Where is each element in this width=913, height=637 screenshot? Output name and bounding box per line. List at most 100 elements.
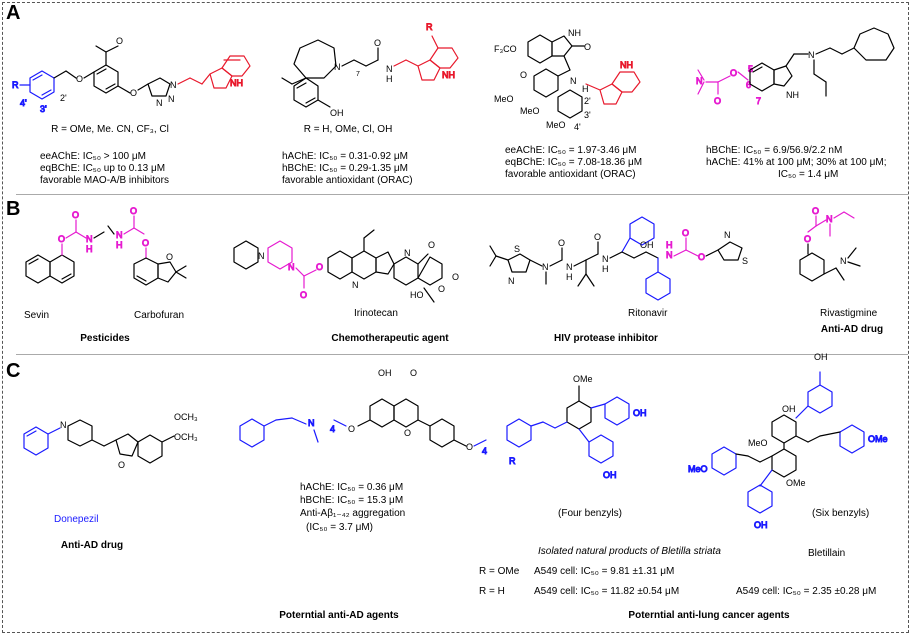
svg-text:HO: HO: [410, 290, 424, 300]
r-h-label: R = H: [479, 586, 505, 597]
svg-text:NH: NH: [620, 60, 633, 70]
flavone-activity-3: Anti-Aβ₁₋₄₂ aggregation: [300, 508, 406, 519]
svg-text:OH: OH: [782, 404, 796, 414]
svg-text:N: N: [308, 418, 315, 428]
svg-text:H: H: [116, 240, 123, 250]
r-h-activity: A549 cell: IC₅₀ = 11.82 ±0.54 μM: [534, 586, 680, 597]
structure-carbofuran: N H O O O: [107, 206, 187, 286]
svg-text:H: H: [566, 272, 573, 282]
svg-text:N: N: [840, 256, 847, 266]
svg-text:N: N: [826, 214, 833, 224]
category-chemotherapeutic: Chemotherapeutic agent: [331, 333, 449, 344]
structure-rivastigmine: O N O N: [799, 206, 861, 282]
category-anti-ad-b: Anti-AD drug: [820, 324, 884, 335]
svg-text:O: O: [72, 210, 79, 220]
svg-text:N: N: [168, 94, 175, 104]
svg-text:MeO: MeO: [520, 106, 540, 116]
svg-text:MeO: MeO: [546, 120, 566, 130]
a1-activity-line-1: eeAChE: IC₅₀ > 100 μM: [40, 151, 146, 162]
svg-text:N: N: [570, 76, 577, 86]
structure-a3: F₃CO NH O O MeO MeO N H 2' 3' 4' MeO NH: [494, 28, 641, 132]
structure-a1: R 4' 3' 2' O O O N N N NH: [12, 36, 251, 115]
svg-text:OMe: OMe: [868, 434, 888, 444]
svg-text:O: O: [166, 252, 173, 262]
svg-text:OH: OH: [754, 520, 768, 530]
svg-text:O: O: [58, 234, 65, 244]
svg-text:O: O: [118, 460, 125, 470]
svg-text:OMe: OMe: [786, 478, 806, 488]
svg-text:O: O: [698, 252, 705, 262]
a2-activity-line-3: favorable antioxidant (ORAC): [282, 175, 413, 186]
svg-text:O: O: [812, 206, 819, 216]
ritonavir-name: Ritonavir: [628, 308, 668, 319]
panel-letter-b: B: [6, 198, 21, 220]
svg-text:OH: OH: [640, 240, 654, 250]
svg-text:N: N: [170, 80, 177, 90]
svg-text:O: O: [300, 290, 307, 300]
svg-text:3': 3': [40, 104, 47, 114]
a4-activity-line-2: hAChE: 41% at 100 μM; 30% at 100 μM;: [706, 157, 887, 168]
svg-text:S: S: [742, 256, 748, 266]
svg-text:2': 2': [60, 93, 67, 103]
svg-text:NH: NH: [568, 28, 581, 38]
a2-activity-line-2: hBChE: IC₅₀ = 0.29-1.35 μM: [282, 163, 408, 174]
structure-flavone: OH O O O 4 O 4 N: [239, 368, 488, 457]
bletillain-activity: A549 cell: IC₅₀ = 2.35 ±0.28 μM: [736, 586, 877, 597]
svg-text:N: N: [116, 230, 123, 240]
structure-bletillain: OH OH MeO OMe MeO OMe OH: [688, 352, 889, 531]
structure-donepezil: N O OCH₃ OCH₃: [23, 412, 198, 470]
svg-text:OMe: OMe: [573, 374, 593, 384]
svg-text:N: N: [602, 254, 609, 264]
svg-text:O: O: [116, 36, 123, 46]
flavone-activity-2: hBChE: IC₅₀ = 15.3 μM: [300, 495, 404, 506]
svg-text:O: O: [130, 206, 137, 216]
svg-text:H: H: [602, 264, 609, 274]
svg-text:OH: OH: [603, 470, 617, 480]
divider-a-b: [16, 194, 908, 195]
svg-text:OH: OH: [330, 108, 344, 118]
svg-text:H: H: [386, 74, 393, 84]
svg-text:O: O: [348, 424, 355, 434]
a4-activity-line-1: hBChE: IC₅₀ = 6.9/56.9/2.2 nM: [706, 145, 843, 156]
flavone-activity-4: (IC₅₀ = 3.7 μM): [306, 522, 374, 533]
svg-text:N: N: [86, 234, 93, 244]
svg-text:N: N: [288, 262, 295, 272]
r-ome-activity: A549 cell: IC₅₀ = 9.81 ±1.31 μM: [534, 566, 675, 577]
rivastigmine-name: Rivastigmine: [820, 308, 878, 319]
svg-text:NH: NH: [786, 90, 799, 100]
svg-text:H: H: [666, 240, 673, 250]
bletillain-name: Bletillain: [808, 548, 846, 559]
structure-sevin: O O N H: [25, 210, 105, 284]
svg-text:O: O: [142, 238, 149, 248]
svg-text:O: O: [584, 42, 591, 52]
category-anti-ad-c: Anti-AD drug: [60, 540, 124, 551]
svg-text:O: O: [374, 38, 381, 48]
svg-text:NH: NH: [230, 78, 243, 88]
svg-text:4: 4: [330, 424, 335, 434]
svg-text:O: O: [682, 228, 689, 238]
svg-text:OH: OH: [814, 352, 828, 362]
svg-text:O: O: [452, 272, 459, 282]
r-ome-label: R = OMe: [479, 566, 520, 577]
svg-text:N: N: [334, 62, 341, 72]
svg-text:H: H: [86, 244, 93, 254]
svg-text:MeO: MeO: [494, 94, 514, 104]
category-hiv: HIV protease inhibitor: [554, 333, 658, 344]
svg-text:S: S: [514, 244, 520, 254]
svg-text:4': 4': [574, 122, 581, 132]
svg-text:N: N: [808, 50, 815, 60]
category-pesticides: Pesticides: [80, 333, 130, 344]
svg-text:N: N: [60, 420, 67, 430]
a1-activity-line-2: eqBChE: IC₅₀ up to 0.13 μM: [40, 163, 166, 174]
flavone-activity-1: hAChE: IC₅₀ = 0.36 μM: [300, 482, 404, 493]
svg-text:7: 7: [756, 96, 761, 106]
panel-letter-a: A: [6, 2, 21, 24]
svg-text:R: R: [509, 456, 516, 466]
category-anti-lung: Poterntial anti-lung cancer agents: [628, 610, 790, 621]
svg-text:F₃CO: F₃CO: [494, 44, 517, 54]
svg-text:N: N: [404, 248, 411, 258]
svg-text:4': 4': [20, 98, 27, 108]
svg-text:OH: OH: [378, 368, 392, 378]
svg-text:R: R: [426, 22, 433, 32]
structure-four-benzyls: OMe OH R OH: [506, 374, 647, 481]
